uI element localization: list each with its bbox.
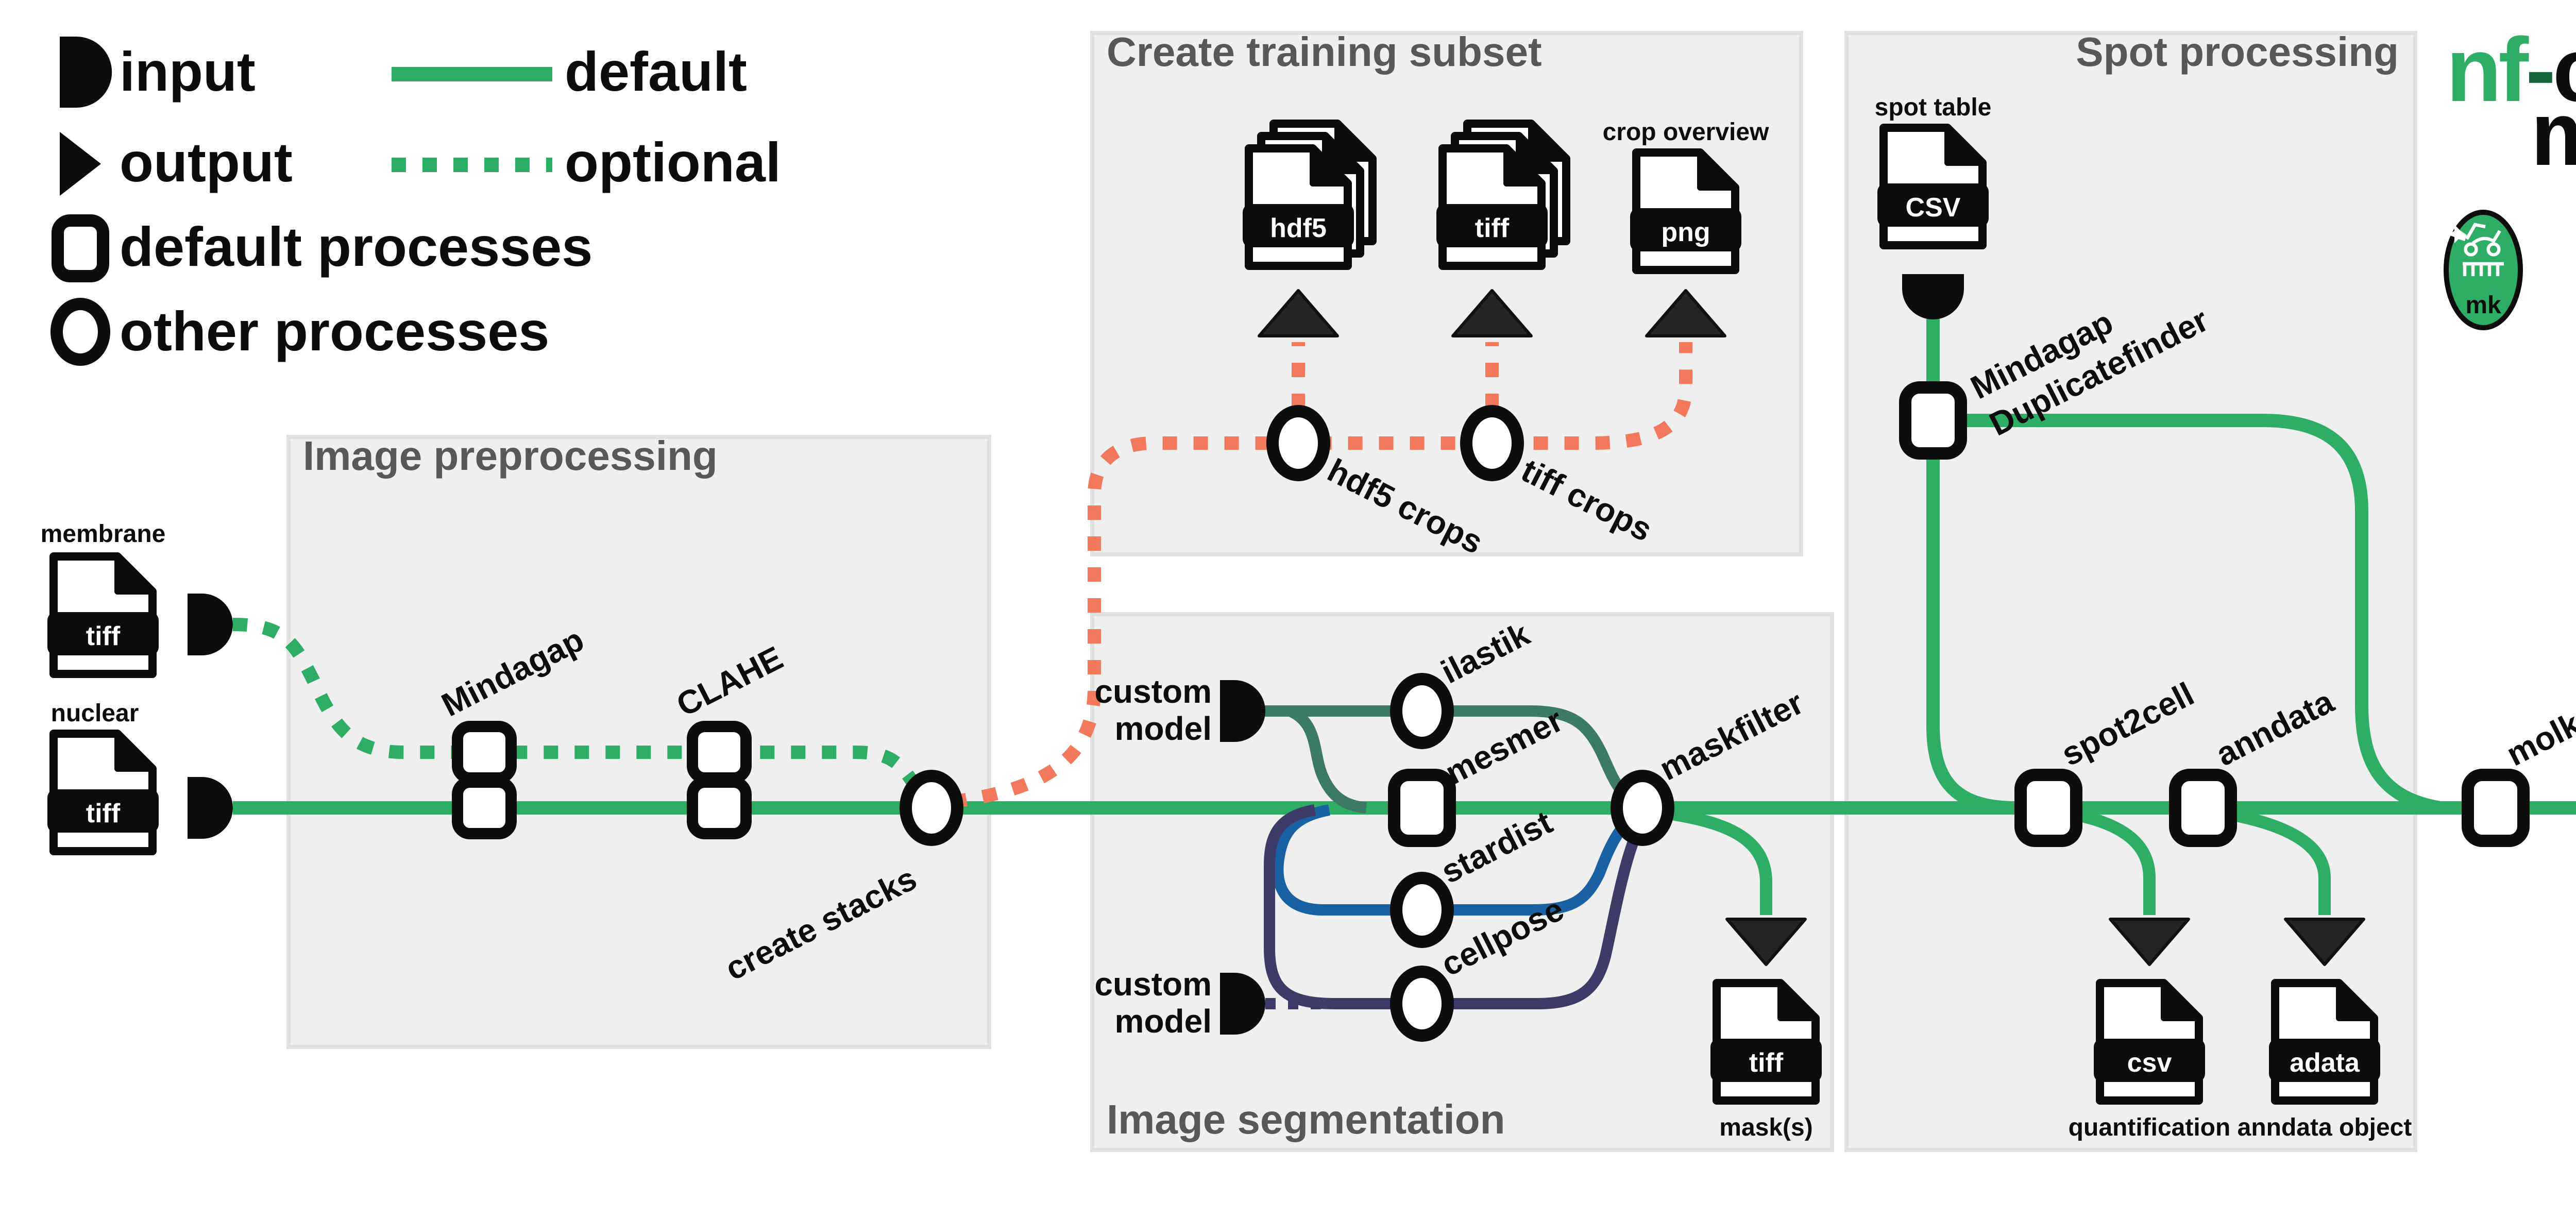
badge-star-icon	[2448, 225, 2467, 243]
box-title-segmentation: Image segmentation	[1107, 1096, 1505, 1142]
arrow-up-png	[1645, 289, 1726, 337]
process-mesmer	[1388, 769, 1456, 847]
process-mindagap	[452, 721, 517, 839]
legend-output-icon	[60, 132, 101, 196]
quantification-label: quantification	[2069, 1114, 2231, 1141]
file-anndata-adata: adata anndata object	[2238, 983, 2412, 1141]
label-molkartqc: molkartqc	[2501, 668, 2576, 773]
arrow-up-tiff	[1451, 289, 1533, 337]
process-cellpose	[1390, 966, 1454, 1042]
edge-ilastik-merge	[1287, 705, 1367, 814]
file-stack-tiff: tiff	[1436, 124, 1566, 266]
box-image-segmentation: Image segmentation	[1090, 612, 1834, 1152]
molkart-badge-icon: mk	[2444, 210, 2523, 330]
process-ilastik	[1390, 673, 1454, 749]
label-custom-model-bottom: custom model	[1094, 966, 1212, 1040]
crop-overview-label: crop overview	[1603, 119, 1769, 146]
anndata-object-label: anndata object	[2238, 1114, 2412, 1141]
edge-maskfilter-out	[1658, 806, 1772, 915]
arrow-up-hdf5	[1258, 289, 1339, 337]
arrow-down-quantification	[2109, 918, 2190, 966]
legend: input output default processes other pro…	[50, 37, 781, 366]
box-image-preprocessing: Image preprocessing	[286, 433, 991, 1049]
file-masks-tiff: tiff mask(s)	[1710, 983, 1822, 1141]
svg-text:tiff: tiff	[1749, 1048, 1784, 1078]
file-membrane-tiff: membrane tiff	[41, 520, 166, 674]
process-hdf5-crops	[1266, 405, 1330, 481]
file-stack-hdf5: hdf5	[1243, 124, 1372, 266]
legend-input-label: input	[120, 40, 256, 103]
process-clahe	[687, 721, 752, 839]
process-molkartqc	[2462, 769, 2530, 847]
edge-training-optional	[951, 342, 1692, 808]
svg-text:model: model	[1115, 1003, 1212, 1040]
membrane-label: membrane	[41, 520, 166, 548]
legend-other-process-icon	[50, 298, 110, 366]
badge-mk-label: mk	[2465, 292, 2501, 319]
arrow-down-anndata	[2284, 918, 2365, 966]
legend-input-icon	[60, 37, 112, 108]
label-custom-model-top: custom model	[1094, 673, 1212, 747]
process-tiff-crops	[1460, 405, 1524, 481]
legend-default-label: default	[565, 40, 747, 103]
process-stardist	[1390, 872, 1454, 948]
edge-membrane-optional	[232, 618, 921, 789]
spot-table-label: spot table	[1875, 94, 1992, 121]
svg-text:tiff: tiff	[86, 621, 121, 651]
box-spot-processing: Spot processing	[1844, 29, 2417, 1152]
svg-text:png: png	[1661, 217, 1710, 247]
box-create-training-subset: Create training subset	[1090, 29, 1803, 556]
svg-text:custom: custom	[1094, 673, 1212, 710]
masks-label: mask(s)	[1719, 1114, 1812, 1141]
svg-text:custom: custom	[1094, 966, 1212, 1003]
process-spot2cell	[2014, 769, 2082, 847]
file-quantification-csv: csv quantification	[2069, 983, 2231, 1141]
file-spot-table-csv: spot table CSV	[1875, 94, 1992, 245]
arrow-down-masks	[1725, 918, 1807, 966]
edge-duplicatefinder-down	[1926, 455, 2016, 815]
edge-cellpose	[1264, 804, 1656, 1009]
nf-core-molkart-logo: nf-core/ mk molkart	[2444, 20, 2576, 330]
box-title-training: Create training subset	[1107, 29, 1542, 75]
svg-text:csv: csv	[2127, 1048, 2172, 1078]
legend-output-label: output	[120, 131, 293, 193]
box-title-spot: Spot processing	[2076, 29, 2399, 75]
legend-optional-label: optional	[565, 131, 781, 193]
svg-text:hdf5: hdf5	[1270, 213, 1327, 243]
svg-text:model: model	[1115, 710, 1212, 747]
nuclear-label: nuclear	[51, 700, 139, 727]
box-title-preprocessing: Image preprocessing	[303, 433, 718, 479]
logo-line1: nf-core/	[2446, 20, 2576, 121]
edge-anndata-out	[2216, 806, 2331, 915]
process-maskfilter	[1611, 770, 1674, 846]
file-nuclear-tiff: nuclear tiff	[47, 700, 159, 851]
svg-text:adata: adata	[2290, 1048, 2360, 1078]
logo-line2: molkart	[2531, 83, 2576, 184]
process-anndata	[2169, 769, 2237, 847]
file-crop-overview-png: crop overview png	[1603, 119, 1769, 270]
legend-default-processes-label: default processes	[120, 215, 592, 278]
legend-other-processes-label: other processes	[120, 300, 549, 362]
input-nuclear	[188, 777, 233, 839]
process-mindagap-duplicatefinder	[1899, 381, 1967, 460]
input-membrane	[188, 594, 233, 655]
svg-text:CSV: CSV	[1906, 193, 1961, 223]
process-create-stacks	[900, 770, 963, 846]
edge-duplicatefinder-right	[1964, 414, 2442, 815]
svg-text:tiff: tiff	[1475, 213, 1510, 243]
legend-default-process-icon	[52, 214, 109, 282]
svg-text:tiff: tiff	[86, 799, 121, 828]
